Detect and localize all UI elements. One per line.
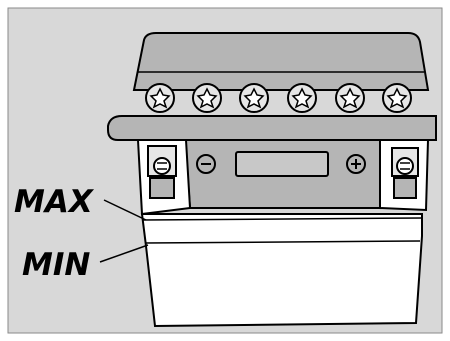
negative-terminal <box>138 140 190 214</box>
cell-cap <box>240 84 268 112</box>
positive-terminal <box>380 140 428 210</box>
battery-top-cover <box>134 33 428 90</box>
negative-symbol-icon <box>197 155 215 173</box>
battery-case <box>142 214 422 326</box>
max-label: MAX <box>14 184 95 220</box>
cell-cap <box>383 84 411 112</box>
battery-front-lip <box>108 116 436 140</box>
min-label: MIN <box>22 247 90 283</box>
cell-cap <box>193 84 221 112</box>
cell-cap <box>336 84 364 112</box>
cell-cap <box>288 84 316 112</box>
label-window <box>236 152 328 176</box>
cell-cap <box>146 84 174 112</box>
positive-symbol-icon <box>347 155 365 173</box>
